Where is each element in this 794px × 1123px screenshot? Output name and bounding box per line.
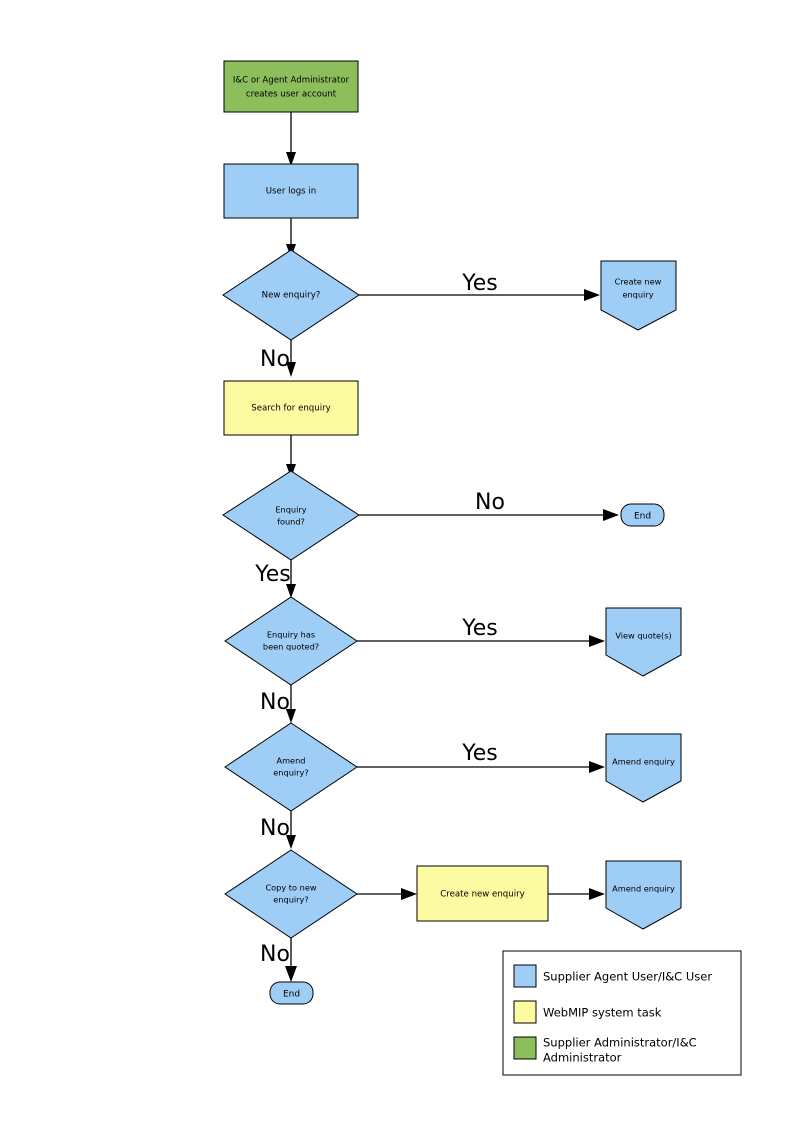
arrowhead-quoted-no xyxy=(286,709,296,723)
enquiry-quoted-decision-label-line2: been quoted? xyxy=(263,642,319,652)
end-not-found-label: End xyxy=(634,512,651,522)
node-view-quotes-pentagon[interactable]: View quote(s) xyxy=(605,607,682,677)
legend-label-system-yellow: WebMIP system task xyxy=(543,1006,662,1020)
admin-creates-account-label-line2: creates user account xyxy=(246,90,337,100)
arrowhead-create-to-amend2 xyxy=(589,888,605,900)
arrowhead-copy-no xyxy=(285,966,297,982)
admin-creates-account-shape[interactable] xyxy=(223,60,359,113)
arrowhead-found-yes xyxy=(286,584,296,598)
edge-label-amend-enquiry-yes: Yes xyxy=(461,741,498,766)
edge-label-new-enquiry-no: No xyxy=(260,347,290,372)
legend: Supplier Agent User/I&C User WebMIP syst… xyxy=(502,950,742,1076)
node-amend-enquiry-pentagon-1[interactable]: Amend enquiry xyxy=(605,733,682,803)
amend-enquiry-pentagon-1-label: Amend enquiry xyxy=(612,757,675,767)
end-final-shape[interactable] xyxy=(269,981,314,1005)
amend-enquiry-decision-label-line2: enquiry? xyxy=(273,768,308,778)
legend-swatch-system-yellow xyxy=(513,1000,537,1024)
amend-enquiry-decision-shape[interactable] xyxy=(224,722,358,812)
edge-label-enquiry-quoted-no: No xyxy=(260,690,290,715)
connectors xyxy=(285,112,619,982)
arrowhead-admin-to-login xyxy=(286,152,296,166)
new-enquiry-decision-shape[interactable] xyxy=(222,249,360,341)
new-enquiry-decision-label: New enquiry? xyxy=(262,291,321,301)
search-for-enquiry-shape[interactable] xyxy=(223,380,359,436)
arrowhead-copy-to-create xyxy=(401,888,417,900)
legend-label-user-blue: Supplier Agent User/I&C User xyxy=(543,970,712,984)
copy-to-new-enquiry-decision-label-line1: Copy to new xyxy=(265,883,316,893)
view-quotes-pentagon-label: View quote(s) xyxy=(615,631,671,641)
arrowhead-found-no xyxy=(603,509,619,521)
arrowhead-newenquiry-no xyxy=(286,362,296,377)
arrowhead-amend-yes xyxy=(589,761,605,773)
arrowhead-quoted-yes xyxy=(589,635,605,647)
search-for-enquiry-label: Search for enquiry xyxy=(251,404,330,414)
node-new-enquiry-decision[interactable]: New enquiry? xyxy=(222,249,360,341)
user-logs-in-label: User logs in xyxy=(266,187,316,197)
edge-label-amend-enquiry-no: No xyxy=(260,816,290,841)
create-new-enquiry-pentagon-label-line1: Create new xyxy=(615,277,662,287)
create-new-enquiry-task-label: Create new enquiry xyxy=(440,890,524,900)
enquiry-found-decision-shape[interactable] xyxy=(222,470,360,561)
node-enquiry-found-decision[interactable]: Enquiry found? xyxy=(222,470,360,561)
legend-label-admin-green-line2: Administrator xyxy=(543,1051,622,1065)
enquiry-found-decision-label-line2: found? xyxy=(277,517,305,527)
node-amend-enquiry-decision[interactable]: Amend enquiry? xyxy=(224,722,358,812)
legend-swatch-user-blue xyxy=(513,964,537,988)
node-amend-enquiry-pentagon-2[interactable]: Amend enquiry xyxy=(605,860,682,930)
node-end-not-found[interactable]: End xyxy=(620,503,665,527)
copy-to-new-enquiry-decision-label-line2: enquiry? xyxy=(273,895,308,905)
legend-label-admin-green-line1: Supplier Administrator/I&C xyxy=(543,1036,697,1050)
node-create-new-enquiry-pentagon[interactable]: Create new enquiry xyxy=(600,260,677,331)
legend-item-supplier-administrator: Supplier Administrator/I&C Administrator xyxy=(513,1036,697,1065)
user-logs-in-shape[interactable] xyxy=(223,163,359,219)
edge-label-enquiry-found-yes: Yes xyxy=(254,562,291,587)
node-user-logs-in[interactable]: User logs in xyxy=(223,163,359,219)
edge-label-enquiry-quoted-yes: Yes xyxy=(461,616,498,641)
enquiry-quoted-decision-label-line1: Enquiry has xyxy=(267,630,315,640)
edge-labels: Yes No No Yes Yes No Yes No No xyxy=(254,271,505,967)
amend-enquiry-decision-label-line1: Amend xyxy=(276,756,305,766)
node-copy-to-new-enquiry-decision[interactable]: Copy to new enquiry? xyxy=(224,849,358,939)
legend-item-webmip-system-task: WebMIP system task xyxy=(513,1000,662,1024)
end-not-found-shape[interactable] xyxy=(620,503,665,527)
enquiry-found-decision-label-line1: Enquiry xyxy=(275,505,306,515)
legend-item-supplier-agent-user: Supplier Agent User/I&C User xyxy=(513,964,712,988)
arrowhead-newenquiry-yes xyxy=(584,289,600,301)
amend-enquiry-pentagon-2-label: Amend enquiry xyxy=(612,884,675,894)
node-search-for-enquiry[interactable]: Search for enquiry xyxy=(223,380,359,436)
copy-to-new-enquiry-decision-shape[interactable] xyxy=(224,849,358,939)
amend-enquiry-pentagon-1-shape[interactable] xyxy=(605,733,682,803)
node-enquiry-quoted-decision[interactable]: Enquiry has been quoted? xyxy=(224,596,358,686)
end-final-label: End xyxy=(283,990,300,1000)
node-end-final[interactable]: End xyxy=(269,981,314,1005)
arrowhead-amend-no xyxy=(286,835,296,849)
edge-label-new-enquiry-yes: Yes xyxy=(461,271,498,296)
amend-enquiry-pentagon-2-shape[interactable] xyxy=(605,860,682,930)
create-new-enquiry-task-shape[interactable] xyxy=(416,865,549,922)
enquiry-quoted-decision-shape[interactable] xyxy=(224,596,358,686)
view-quotes-pentagon-shape[interactable] xyxy=(605,607,682,677)
create-new-enquiry-pentagon-label-line2: enquiry xyxy=(622,290,653,300)
node-create-new-enquiry-task[interactable]: Create new enquiry xyxy=(416,865,549,922)
admin-creates-account-label-line1: I&C or Agent Administrator xyxy=(233,76,350,86)
edge-label-copy-to-new-no: No xyxy=(260,942,290,967)
legend-container xyxy=(502,950,742,1076)
edge-label-enquiry-found-no: No xyxy=(475,490,505,515)
node-admin-creates-account[interactable]: I&C or Agent Administrator creates user … xyxy=(223,60,359,113)
legend-swatch-admin-green xyxy=(513,1036,537,1060)
create-new-enquiry-pentagon-shape[interactable] xyxy=(600,260,677,331)
